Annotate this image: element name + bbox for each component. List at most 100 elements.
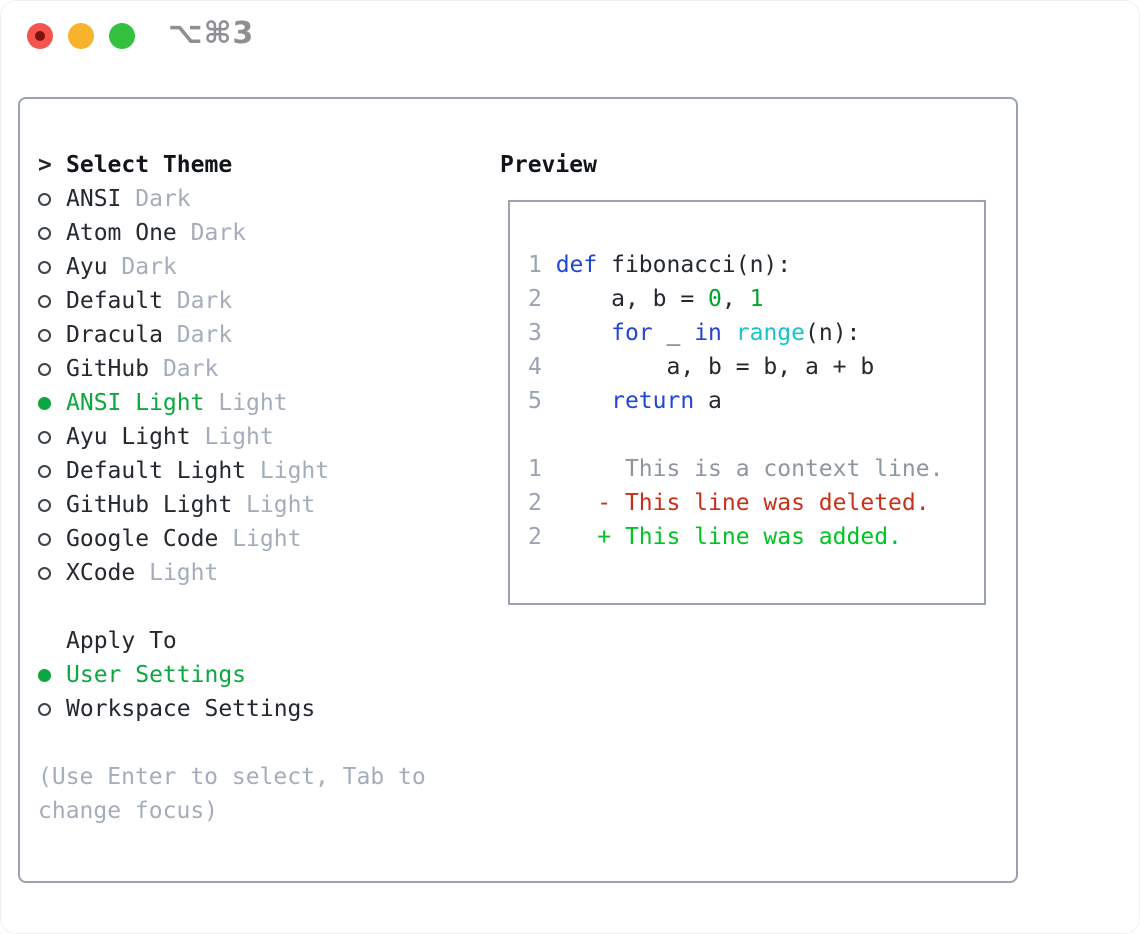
apply-to-header-label: Apply To [66, 628, 177, 654]
apply-option-workspace-settings[interactable]: Workspace Settings [38, 692, 478, 726]
code-segment [556, 524, 598, 550]
titlebar: ⌥⌘3 [0, 0, 1140, 72]
radio-unselected-icon [38, 362, 51, 376]
theme-option-dracula[interactable]: Dracula Dark [38, 318, 478, 352]
theme-variant-label: Light [218, 390, 288, 416]
theme-variant-label: Light [259, 458, 330, 484]
radio-unselected-icon [38, 192, 51, 206]
code-segment [722, 320, 736, 346]
code-segment: for [611, 320, 653, 346]
zoom-button[interactable] [109, 23, 135, 49]
radio-unselected-icon [38, 294, 51, 308]
radio-icon [38, 192, 66, 206]
help-line: change focus) [38, 794, 478, 828]
apply-to-header: Apply To [38, 624, 478, 658]
radio-icon [38, 498, 66, 512]
line-number: 2 [528, 524, 556, 550]
variant-gap [218, 526, 232, 552]
theme-option-label: Ayu [66, 254, 108, 280]
traffic-lights [27, 23, 135, 49]
theme-variant-label: Light [246, 492, 316, 518]
variant-gap [204, 390, 218, 416]
radio-unselected-icon [38, 464, 51, 478]
radio-icon [38, 702, 66, 716]
line-number: 5 [528, 388, 556, 414]
code-segment: This is a context line. [555, 456, 944, 482]
theme-option-xcode[interactable]: XCode Light [38, 556, 478, 590]
variant-gap [246, 458, 260, 484]
code-segment: range [735, 320, 805, 346]
blank-line [528, 418, 984, 452]
theme-option-label: GitHub [66, 356, 150, 382]
help-line: (Use Enter to select, Tab to [38, 760, 478, 794]
radio-unselected-icon [38, 430, 51, 444]
line-number: 1 [528, 456, 556, 482]
theme-option-default-light[interactable]: Default Light Light [38, 454, 478, 488]
theme-option-label: Dracula [66, 322, 163, 348]
code-line: 5 return a [528, 384, 984, 418]
theme-variant-label: Dark [190, 220, 247, 246]
theme-variant-label: Dark [162, 356, 219, 382]
radio-icon [38, 226, 66, 240]
radio-unselected-icon [38, 226, 51, 240]
help-line-text: change focus) [38, 798, 219, 824]
theme-option-label: Ayu Light [66, 424, 191, 450]
spacer [38, 590, 478, 624]
code-segment: (n): [805, 320, 861, 346]
line-number: 3 [528, 320, 556, 346]
diff-line: 2 + This line was added. [528, 520, 984, 554]
close-button[interactable] [27, 23, 53, 49]
radio-unselected-icon [38, 702, 51, 716]
theme-option-atom-one[interactable]: Atom One Dark [38, 216, 478, 250]
code-segment [556, 388, 611, 414]
code-segment: 0 [708, 286, 722, 312]
apply-option-label: User Settings [66, 662, 247, 688]
theme-variant-label: Dark [176, 322, 233, 348]
minimize-button[interactable] [68, 23, 94, 49]
radio-icon [38, 668, 66, 682]
theme-variant-label: Light [232, 526, 302, 552]
theme-option-google-code[interactable]: Google Code Light [38, 522, 478, 556]
radio-icon [38, 396, 66, 410]
theme-option-label: Default [66, 288, 163, 314]
line-number: 1 [528, 252, 556, 278]
theme-option-label: Atom One [66, 220, 177, 246]
theme-option-github[interactable]: GitHub Dark [38, 352, 478, 386]
code-line: 2 a, b = 0, 1 [528, 282, 984, 316]
theme-variant-label: Dark [176, 288, 233, 314]
variant-gap [121, 186, 135, 212]
radio-selected-icon [38, 396, 51, 410]
apply-option-user-settings[interactable]: User Settings [38, 658, 478, 692]
window-shortcut-label: ⌥⌘3 [168, 16, 255, 51]
help-line-text: (Use Enter to select, Tab to [38, 764, 426, 790]
theme-variant-label: Light [149, 560, 219, 586]
theme-option-default[interactable]: Default Dark [38, 284, 478, 318]
variant-gap [149, 356, 163, 382]
theme-option-label: Default Light [66, 458, 247, 484]
line-number: 2 [528, 286, 556, 312]
variant-gap [177, 220, 191, 246]
spacer [38, 726, 478, 760]
radio-unselected-icon [38, 260, 51, 274]
theme-option-ansi[interactable]: ANSI Dark [38, 182, 478, 216]
line-number: 2 [528, 490, 556, 516]
theme-option-label: GitHub Light [66, 492, 233, 518]
theme-option-ansi-light[interactable]: ANSI Light Light [38, 386, 478, 420]
code-segment [556, 320, 611, 346]
code-segment: 1 [749, 286, 764, 312]
preview-pane: Preview 1 def fibonacci(n):2 a, b = 0, 1… [500, 148, 1000, 605]
preview-header-label: Preview [500, 152, 597, 178]
radio-icon [38, 430, 66, 444]
theme-option-ayu[interactable]: Ayu Dark [38, 250, 478, 284]
variant-gap [232, 492, 246, 518]
radio-icon [38, 260, 66, 274]
radio-icon [38, 294, 66, 308]
apply-option-label: Workspace Settings [66, 696, 316, 722]
theme-option-label: ANSI [66, 186, 122, 212]
theme-option-github-light[interactable]: GitHub Light Light [38, 488, 478, 522]
theme-option-ayu-light[interactable]: Ayu Light Light [38, 420, 478, 454]
